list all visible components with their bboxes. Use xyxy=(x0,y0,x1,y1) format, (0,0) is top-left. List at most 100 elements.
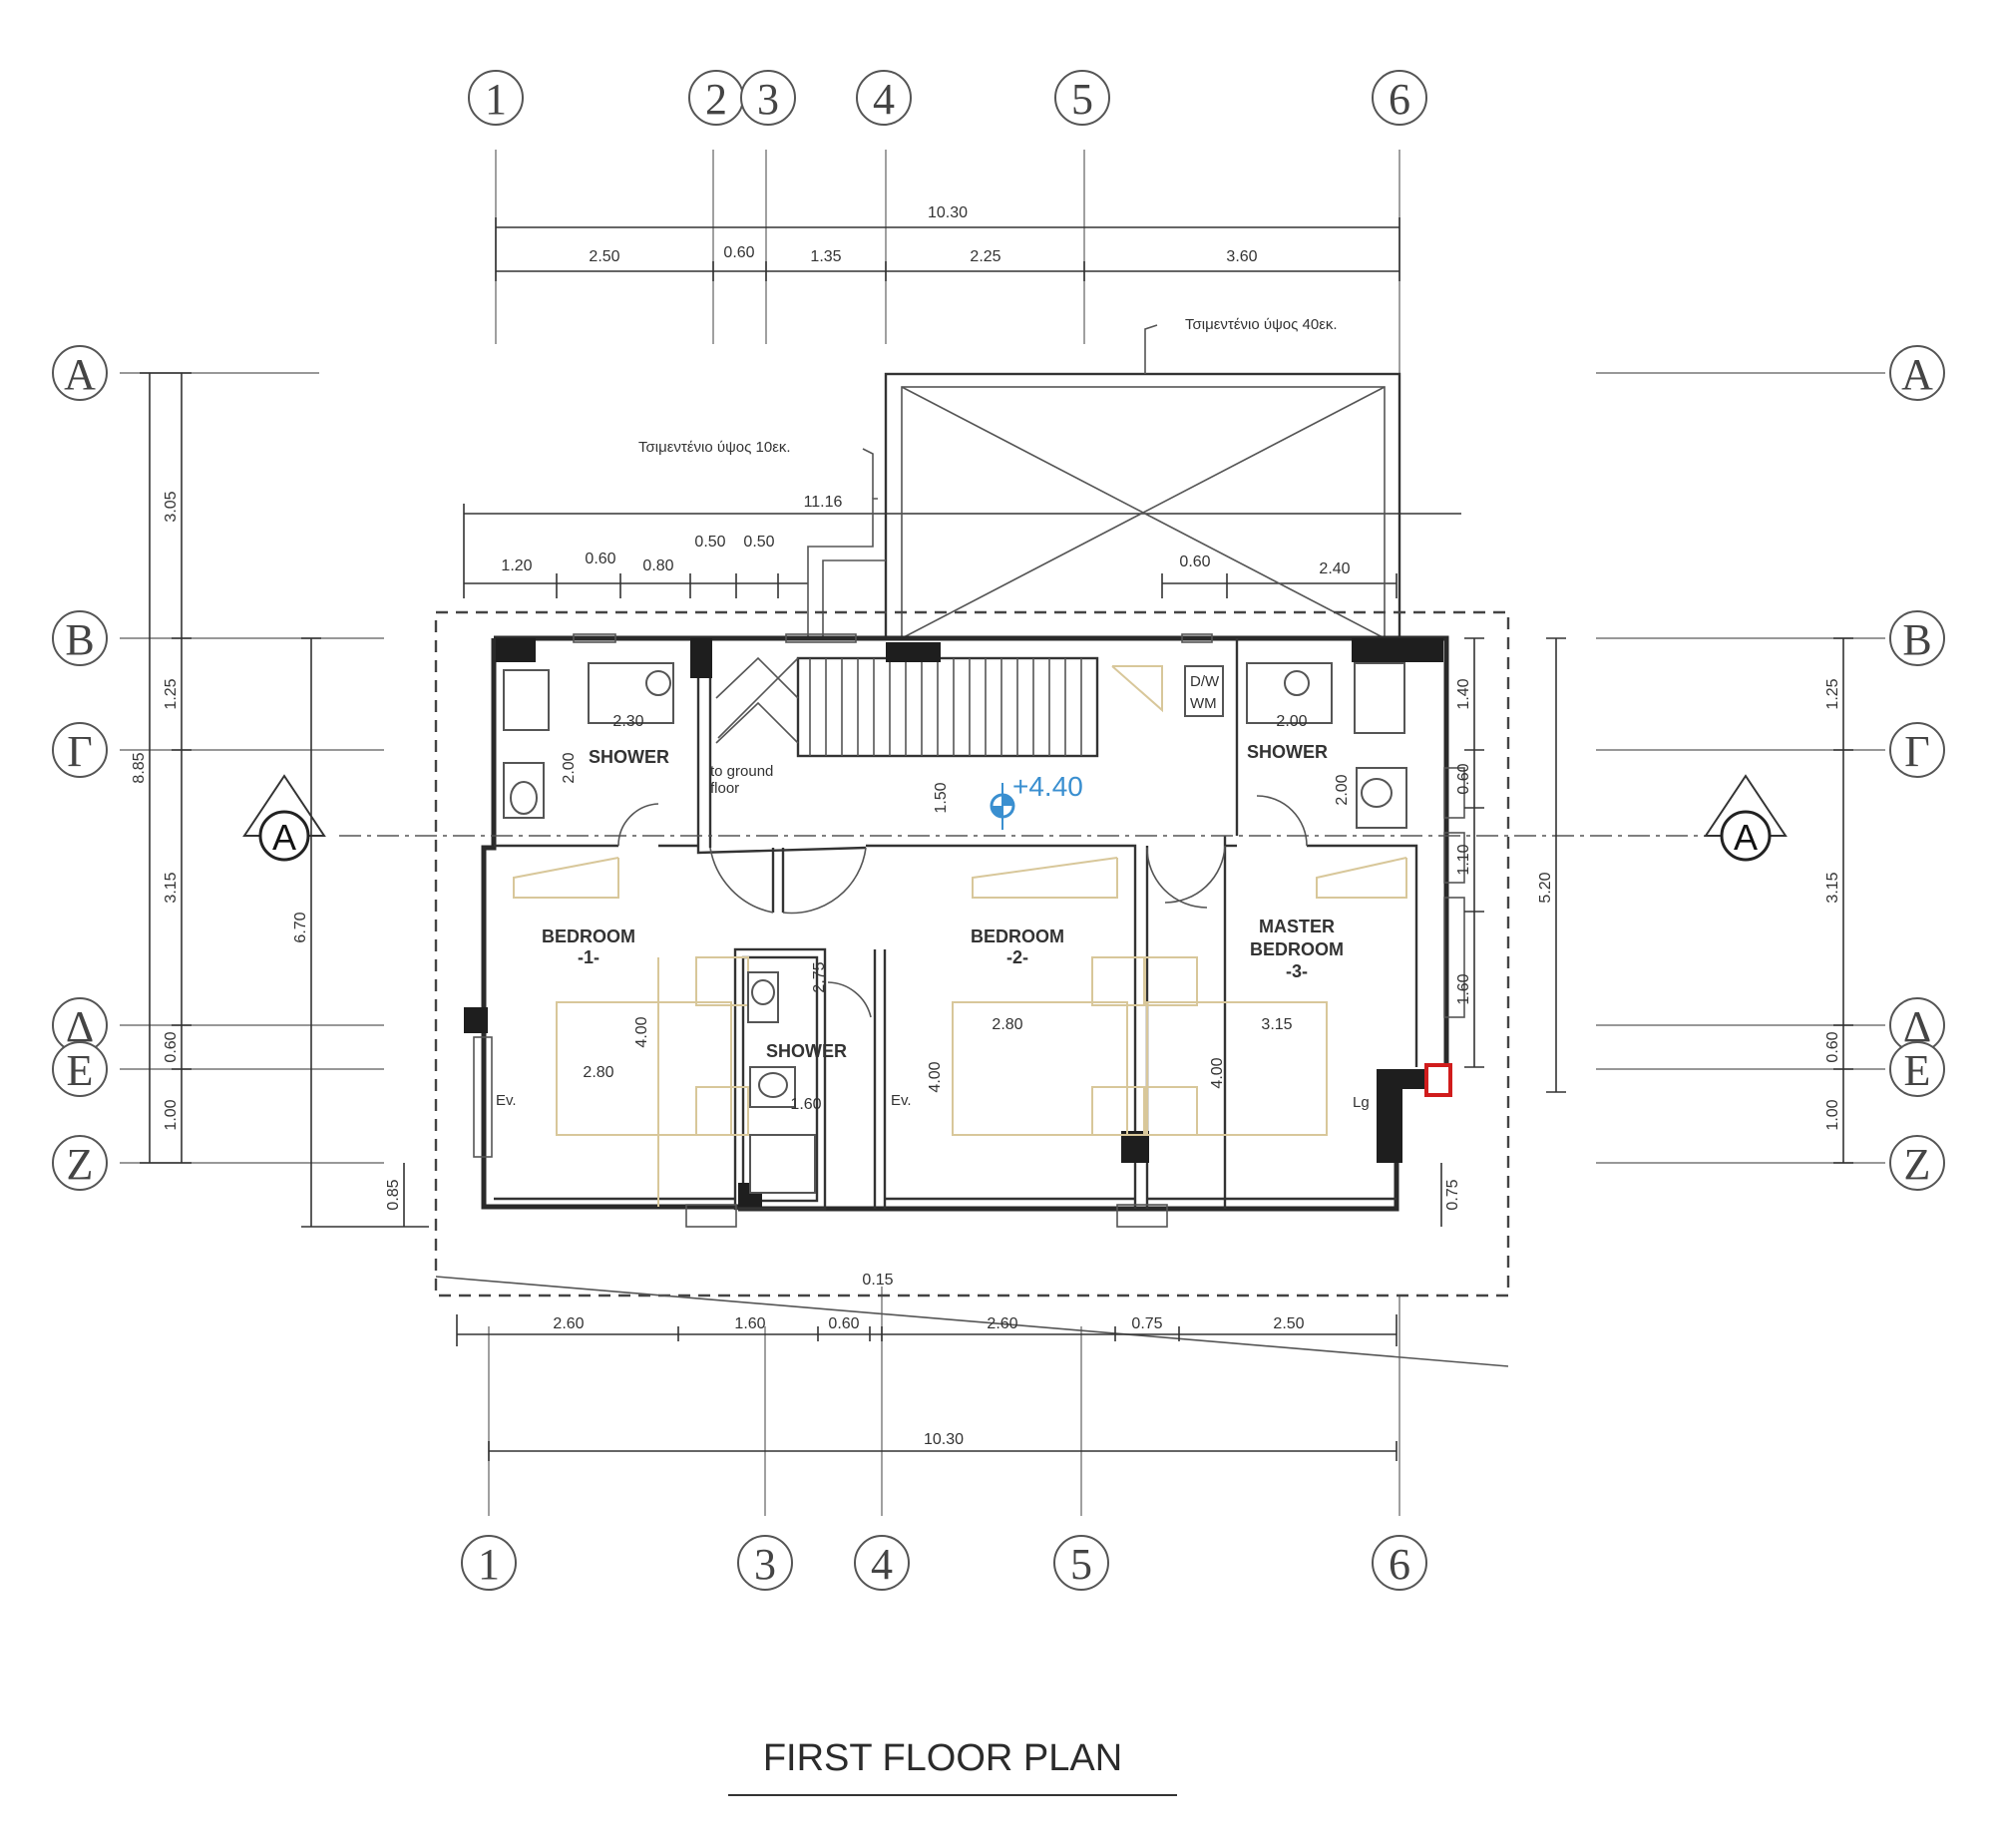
label-stairs-2: floor xyxy=(710,780,739,797)
label-bedroom-1: BEDROOM xyxy=(542,926,635,946)
note-left-parapet: Τσιμεντένιο ύψος 10εκ. xyxy=(638,439,791,456)
dim-right-inner-1: 1.40 xyxy=(1455,678,1472,709)
label-master-bedroom: BEDROOM xyxy=(1250,939,1344,959)
dims-left: 3.05 1.25 3.15 0.60 1.00 8.85 6.70 0.85 xyxy=(131,372,429,1228)
grid-bubbles-bottom: 1 3 4 5 6 xyxy=(461,1535,1427,1591)
grid-col-3: 3 xyxy=(757,75,779,124)
label-dw: D/W xyxy=(1190,673,1220,690)
columns xyxy=(464,638,1452,1207)
dim-top-3: 1.35 xyxy=(810,248,841,265)
dim-bottom-1: 2.60 xyxy=(553,1315,584,1332)
dim-right-inner-4: 1.60 xyxy=(1455,973,1472,1004)
dims-inner-top: 11.16 1.20 0.60 0.80 0.50 0.50 0.60 2.40 xyxy=(463,494,1461,598)
dims-bottom: 2.60 1.60 0.60 2.60 0.75 2.50 0.15 10.30 xyxy=(456,1272,1397,1461)
dim-right-2: 3.15 xyxy=(1824,872,1841,903)
section-line: A A xyxy=(242,774,1788,862)
label-master-num: -3- xyxy=(1286,961,1308,981)
label-lift: Lg xyxy=(1353,1094,1370,1111)
rd-shower-l-w: 2.30 xyxy=(612,713,643,730)
grid-row-right-E: E xyxy=(1904,1046,1931,1095)
grid-col-bottom-4: 4 xyxy=(871,1540,893,1589)
dim-right-inner-2: 0.60 xyxy=(1455,763,1472,794)
grid-row-left-E: E xyxy=(67,1046,94,1095)
grid-col-bottom-5: 5 xyxy=(1070,1540,1092,1589)
slab-diagonal xyxy=(435,1276,1509,1367)
dim-left-5: 1.00 xyxy=(163,1099,180,1130)
dim-left-4: 0.60 xyxy=(163,1031,180,1062)
rd-shower-l-h: 2.00 xyxy=(561,752,578,783)
dim-bottom-total: 10.30 xyxy=(924,1431,964,1448)
rd-shower-m-w: 1.60 xyxy=(790,1096,821,1113)
dim-inner-2: 0.60 xyxy=(585,551,615,567)
rd-m-h: 4.00 xyxy=(1209,1057,1226,1088)
label-bedroom-2-num: -2- xyxy=(1006,947,1028,967)
section-marker-right: A xyxy=(1734,817,1758,858)
label-shower-right: SHOWER xyxy=(1247,742,1328,762)
rd-b1-w: 2.80 xyxy=(583,1064,613,1081)
section-marker-left: A xyxy=(272,817,296,858)
grid-col-6: 6 xyxy=(1389,75,1410,124)
grid-col-4: 4 xyxy=(873,75,895,124)
rd-b2-w: 2.80 xyxy=(992,1016,1022,1033)
dim-right-sub: 0.75 xyxy=(1444,1179,1461,1210)
dim-left-2: 1.25 xyxy=(163,678,180,709)
grid-col-bottom-6: 6 xyxy=(1389,1540,1410,1589)
label-stairs-1: to ground xyxy=(710,763,773,780)
grid-row-left-B: B xyxy=(65,615,94,664)
level-value: +4.40 xyxy=(1012,771,1083,802)
walls xyxy=(481,635,1449,1212)
rd-shower-r-h: 2.00 xyxy=(1334,774,1351,805)
grid-col-1: 1 xyxy=(485,75,507,124)
label-bedroom-2: BEDROOM xyxy=(971,926,1064,946)
room-labels: SHOWER SHOWER SHOWER BEDROOM -1- BEDROOM… xyxy=(496,673,1370,1111)
grid-bubbles-left: A B Γ Δ E Z xyxy=(52,345,108,1191)
dim-left-1: 3.05 xyxy=(163,491,180,522)
label-ev-1: Ev. xyxy=(496,1092,517,1109)
dim-right-inner-3: 1.10 xyxy=(1455,844,1472,875)
grid-row-left-A: A xyxy=(64,350,96,399)
dim-right-4: 1.00 xyxy=(1824,1099,1841,1130)
terrace: Τσιμεντένιο ύψος 40εκ. Τσιμεντένιο ύψος … xyxy=(638,316,1401,640)
grid-col-bottom-1: 1 xyxy=(478,1540,500,1589)
grid-col-2: 2 xyxy=(705,75,727,124)
dim-right-total: 5.20 xyxy=(1537,872,1554,903)
dim-inner-1: 1.20 xyxy=(501,557,532,574)
dim-bottom-small: 0.15 xyxy=(862,1272,893,1289)
dim-top-5: 3.60 xyxy=(1226,248,1257,265)
title-block: FIRST FLOOR PLAN xyxy=(728,1737,1177,1796)
dim-right-3: 0.60 xyxy=(1824,1031,1841,1062)
dim-top-total: 10.30 xyxy=(928,204,968,221)
dim-left-sub: 0.85 xyxy=(385,1179,402,1210)
grid-col-5: 5 xyxy=(1071,75,1093,124)
doors xyxy=(617,795,1308,1018)
windows xyxy=(473,633,1465,1228)
rd-stair-h: 1.50 xyxy=(933,782,950,813)
dim-inner-7: 2.40 xyxy=(1319,560,1350,577)
grid-row-left-G: Γ xyxy=(67,727,92,776)
dim-bottom-6: 2.50 xyxy=(1273,1315,1304,1332)
dim-bottom-5: 0.75 xyxy=(1131,1315,1162,1332)
label-shower-mid: SHOWER xyxy=(766,1041,847,1061)
dim-inner-6: 0.60 xyxy=(1179,554,1210,570)
label-shower-left: SHOWER xyxy=(589,747,669,767)
grid-bubbles-right: A B Γ Δ E Z xyxy=(1889,345,1945,1191)
dim-left-3: 3.15 xyxy=(163,872,180,903)
rd-m-w: 3.15 xyxy=(1261,1016,1292,1033)
dim-left-inner: 6.70 xyxy=(292,912,309,942)
label-bedroom-1-num: -1- xyxy=(578,947,599,967)
grid-row-right-G: Γ xyxy=(1904,727,1929,776)
dim-top-2: 0.60 xyxy=(723,244,754,261)
dim-inner-total: 11.16 xyxy=(804,494,843,511)
room-dims: 2.30 2.00 1.50 2.80 4.00 2.75 1.60 2.80 … xyxy=(561,713,1351,1113)
plan-title: FIRST FLOOR PLAN xyxy=(763,1737,1122,1779)
label-ev-2: Ev. xyxy=(891,1092,912,1109)
rd-b2-h: 4.00 xyxy=(927,1061,944,1092)
grid-row-right-A: A xyxy=(1901,350,1933,399)
label-wm: WM xyxy=(1190,695,1217,712)
dim-bottom-2: 1.60 xyxy=(734,1315,765,1332)
dim-right-1: 1.25 xyxy=(1824,678,1841,709)
dim-bottom-3: 0.60 xyxy=(828,1315,859,1332)
dim-top-4: 2.25 xyxy=(970,248,1000,265)
grid-row-right-B: B xyxy=(1902,615,1931,664)
